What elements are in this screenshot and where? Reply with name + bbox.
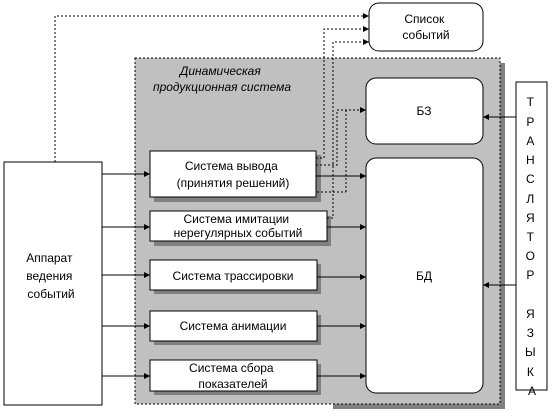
dynamic-system-title: Динамическая продукционная система — [153, 64, 291, 94]
db-box — [365, 157, 484, 394]
db-arrows — [316, 173, 366, 379]
events-list-label: Список событий — [402, 12, 449, 42]
imitation-system-label: Система имитации нерегулярных событий — [174, 212, 303, 240]
tracing-system-label: Система трассировки — [173, 269, 294, 283]
kb-label: БЗ — [417, 104, 432, 118]
events-list-connectors — [54, 13, 369, 219]
imitation-system-box — [149, 210, 328, 242]
translator-label: Т Р А Н С Л Я Т О Р Я З Ы К А — [525, 95, 539, 398]
inference-system-label: Система вывода (принятия решений) — [177, 159, 290, 190]
db-label: БД — [416, 269, 432, 283]
metrics-system-box — [149, 359, 318, 392]
translator-arrows — [483, 114, 516, 288]
event-apparatus-label: Аппарат ведения событий — [26, 251, 76, 301]
event-apparatus-box — [3, 161, 103, 406]
translator-box — [515, 81, 548, 391]
kb-box — [365, 77, 484, 145]
inference-system-box — [149, 150, 317, 198]
metrics-system-label: Система сбора показателей — [189, 361, 277, 391]
inference-to-kb-arrow — [316, 107, 366, 166]
events-list-box — [368, 2, 484, 52]
animation-system-label: Система анимации — [180, 319, 287, 333]
animation-system-box — [149, 310, 318, 342]
apparatus-arrows — [102, 171, 150, 379]
